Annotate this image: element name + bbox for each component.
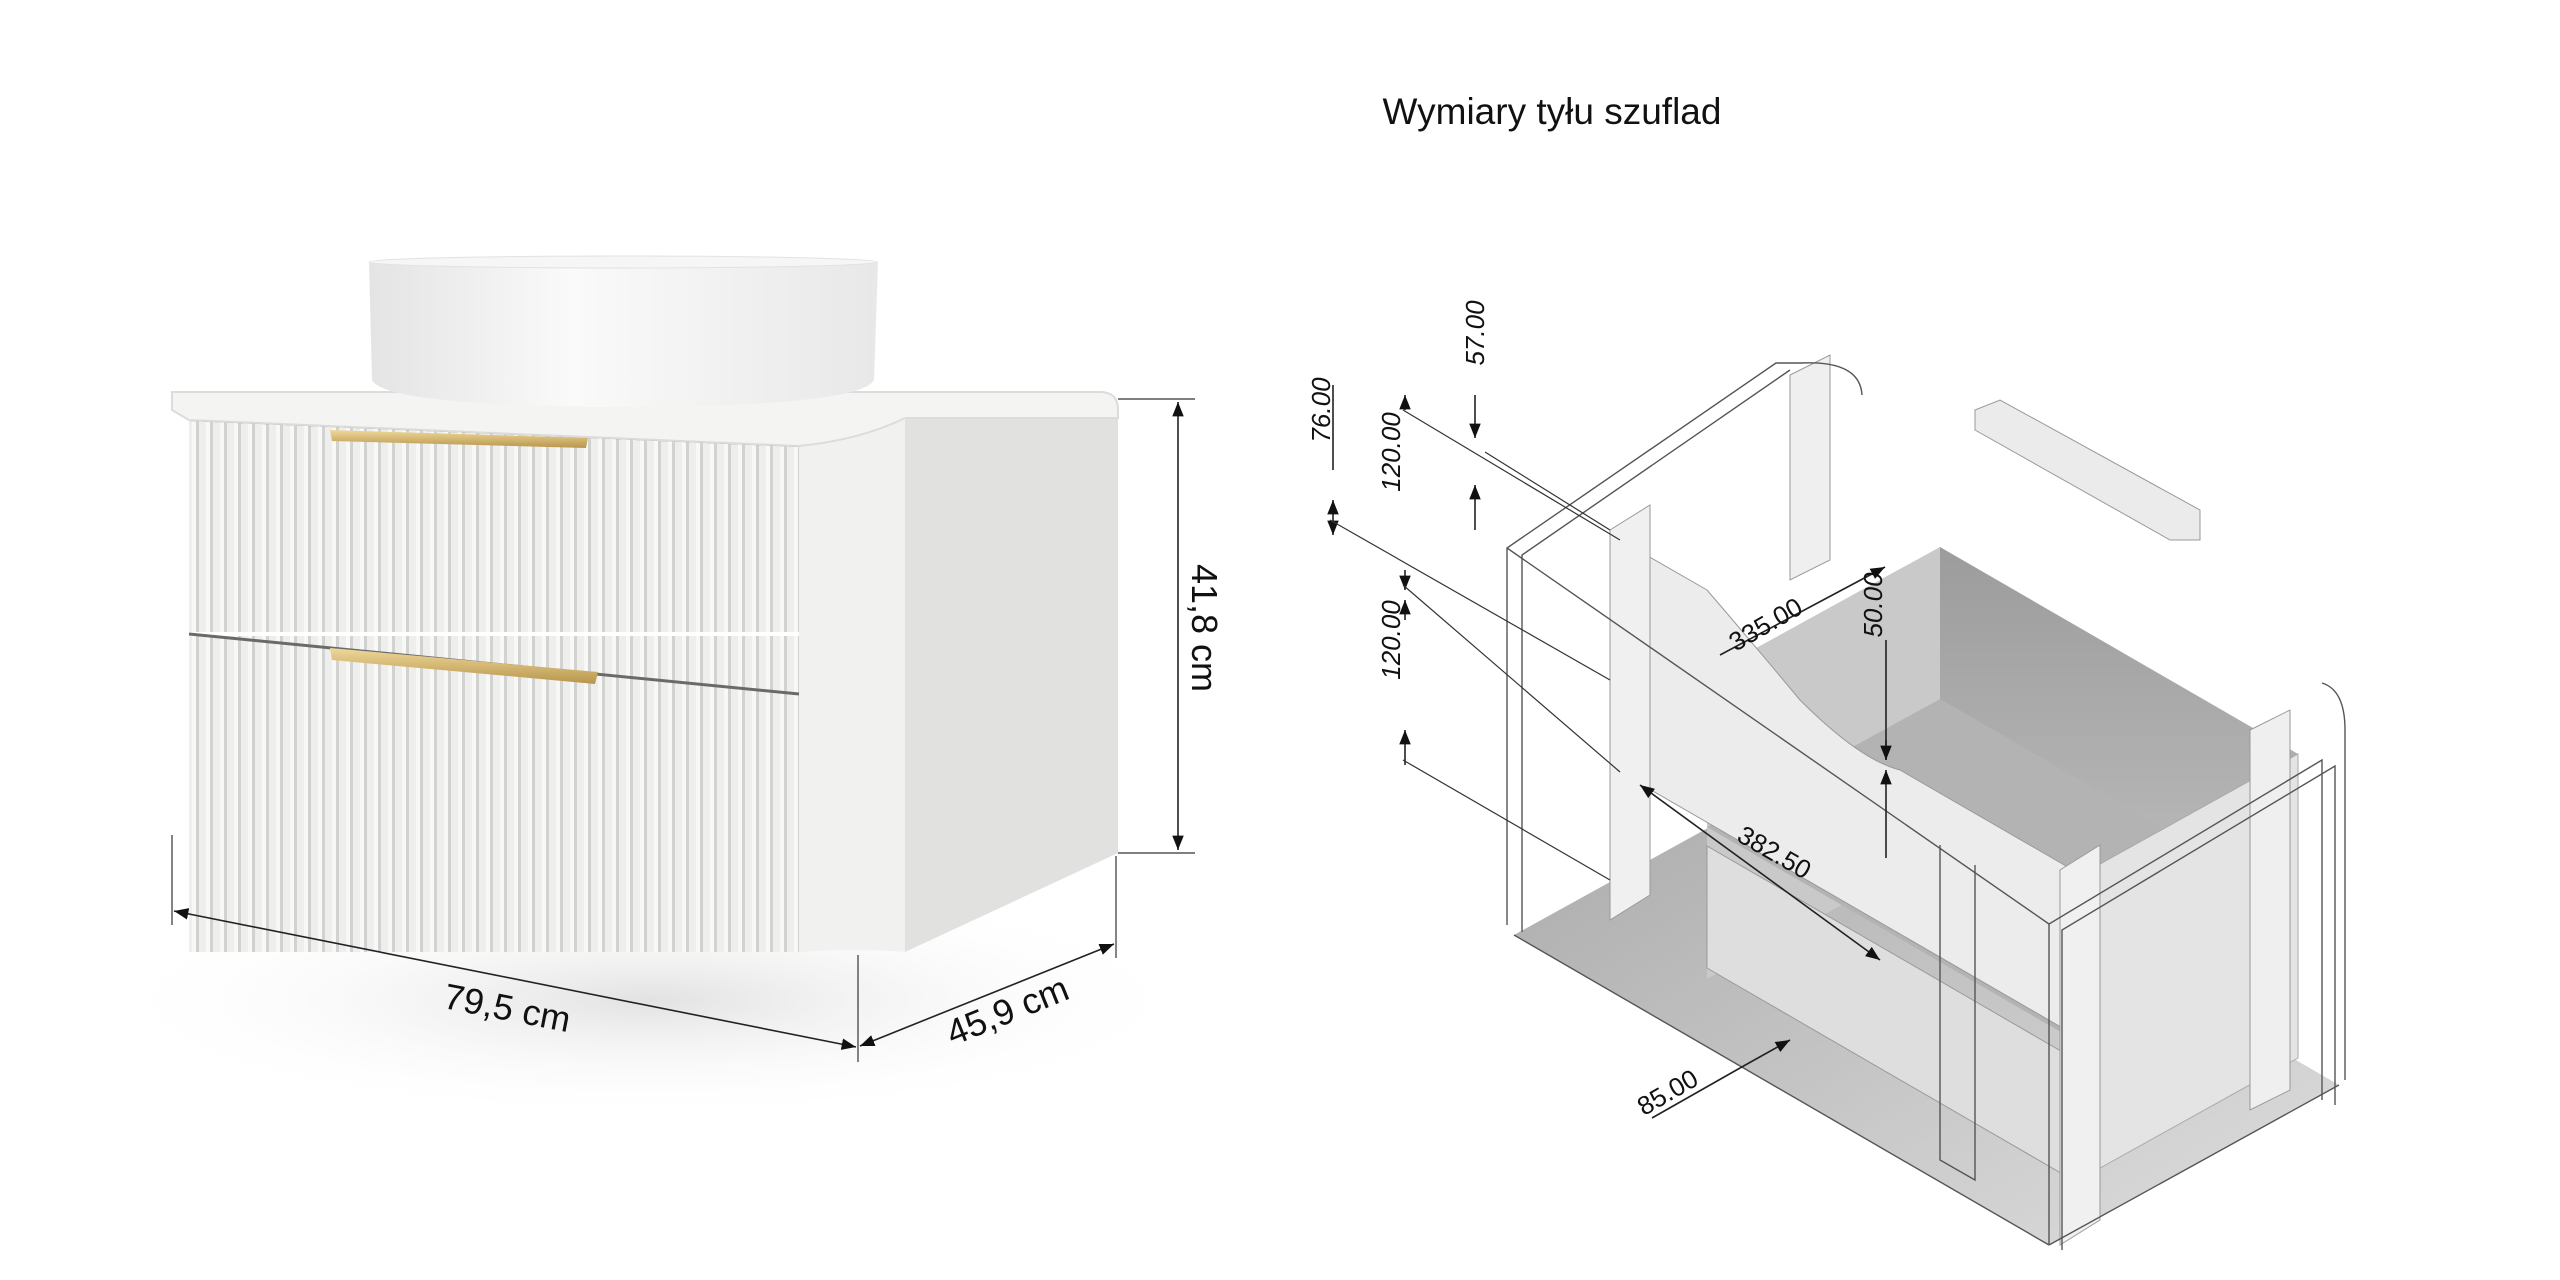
front-right-upright [2059,844,2101,1246]
drawer-handle-top [330,430,588,448]
drawer-front-bottom [189,636,799,952]
outer-frame-wireframe [1506,362,2346,1250]
height-label: 41,8 cm [1184,564,1225,692]
drawer-handle-bottom [330,648,598,684]
dim-120-upper: 120.00 [1376,412,1406,492]
dim-50: 50.00 [1858,572,1888,638]
cabinet-side-panel [905,418,1118,952]
drawer-technical-drawing: 57.00 76.00 120.00 120.00 335.00 50.00 3… [1306,300,2346,1250]
front-left-upright [1609,504,1651,921]
sink-rim [368,255,878,269]
dim-120-lower: 120.00 [1376,600,1406,680]
dim-85: 85.00 [1632,1063,1703,1122]
depth-dimension-line [859,943,1115,1047]
cabinet-rounded-corner [799,418,905,952]
drawer-front-top [189,418,799,632]
dim-76: 76.00 [1306,377,1336,443]
countertop [171,391,1119,448]
top-rail [1974,399,2201,541]
vessel-sink [369,262,878,407]
cabinet-render: 41,8 cm 79,5 cm 45,9 cm [90,255,1225,1120]
back-right-upright [2249,709,2291,1111]
dim-57: 57.00 [1460,300,1490,366]
back-left-upright [1789,354,1831,581]
figure-title: Wymiary tyłu szuflad [1383,91,1722,132]
width-dimension-line [173,908,857,1050]
